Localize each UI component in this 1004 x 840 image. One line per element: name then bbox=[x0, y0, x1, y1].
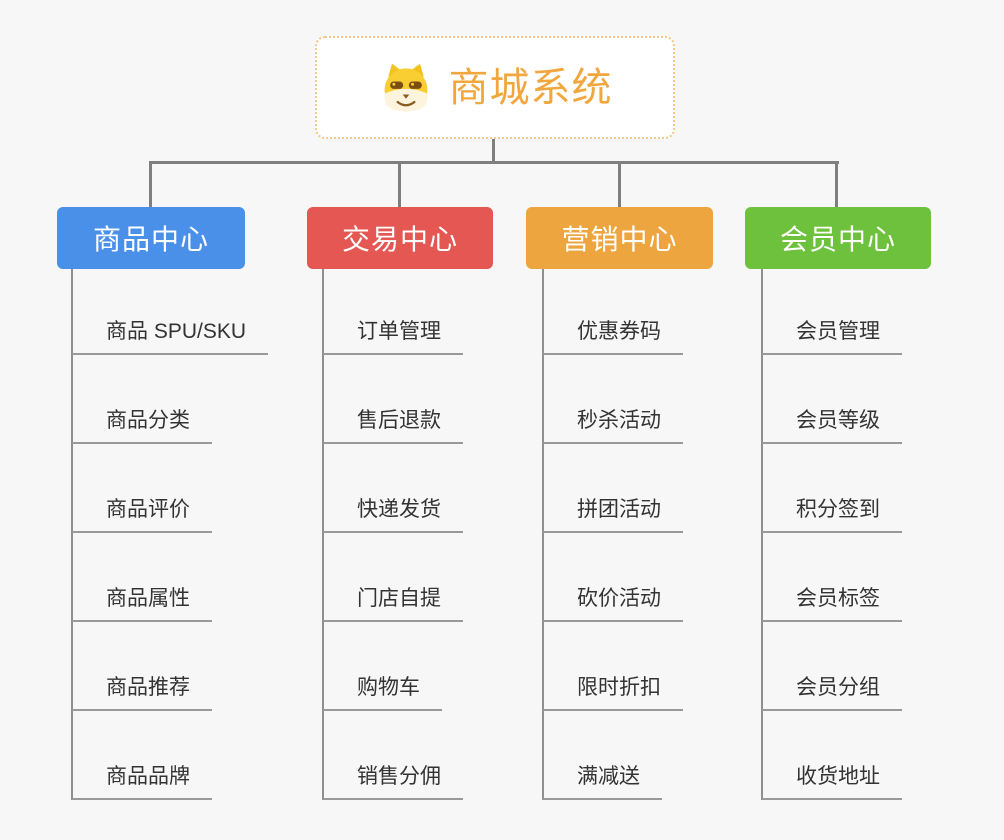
leaf-node[interactable]: 商品属性 bbox=[72, 533, 212, 622]
connector-trunk bbox=[542, 269, 544, 800]
branch-children-marketing-center: 优惠券码 秒杀活动 拼团活动 砍价活动 限时折扣 满减送 bbox=[542, 269, 683, 800]
branch-label: 会员中心 bbox=[779, 224, 896, 255]
leaf-node[interactable]: 门店自提 bbox=[323, 533, 463, 622]
connector-trunk bbox=[322, 269, 324, 800]
leaf-label: 门店自提 bbox=[357, 586, 441, 610]
leaf-label: 商品推荐 bbox=[106, 675, 190, 699]
connector-trunk bbox=[71, 269, 73, 800]
leaf-node[interactable]: 商品评价 bbox=[72, 444, 212, 533]
shiba-dog-icon bbox=[378, 60, 434, 116]
root-title: 商城系统 bbox=[448, 65, 613, 110]
leaf-label: 会员分组 bbox=[796, 675, 880, 699]
leaf-node[interactable]: 购物车 bbox=[323, 622, 442, 711]
leaf-node[interactable]: 会员等级 bbox=[762, 355, 902, 444]
connector-drop-product bbox=[149, 161, 152, 208]
leaf-node[interactable]: 销售分佣 bbox=[323, 711, 463, 800]
branch-children-member-center: 会员管理 会员等级 积分签到 会员标签 会员分组 收货地址 bbox=[761, 269, 902, 800]
leaf-node[interactable]: 拼团活动 bbox=[543, 444, 683, 533]
leaf-label: 会员管理 bbox=[796, 319, 880, 343]
leaf-node[interactable]: 会员管理 bbox=[762, 269, 902, 355]
leaf-label: 满减送 bbox=[577, 764, 640, 788]
leaf-label: 会员等级 bbox=[796, 408, 880, 432]
leaf-label: 订单管理 bbox=[357, 319, 441, 343]
leaf-node[interactable]: 优惠券码 bbox=[543, 269, 683, 355]
leaf-label: 限时折扣 bbox=[577, 675, 661, 699]
leaf-node[interactable]: 会员分组 bbox=[762, 622, 902, 711]
branch-children-trade-center: 订单管理 售后退款 快递发货 门店自提 购物车 销售分佣 bbox=[322, 269, 463, 800]
leaf-node[interactable]: 商品推荐 bbox=[72, 622, 212, 711]
leaf-node[interactable]: 商品分类 bbox=[72, 355, 212, 444]
connector-drop-trade bbox=[398, 161, 401, 208]
leaf-label: 商品品牌 bbox=[106, 764, 190, 788]
branch-node-marketing-center[interactable]: 营销中心 bbox=[526, 207, 713, 269]
leaf-node[interactable]: 满减送 bbox=[543, 711, 662, 800]
connector-root-drop bbox=[492, 138, 495, 162]
leaf-node[interactable]: 收货地址 bbox=[762, 711, 902, 800]
leaf-label: 销售分佣 bbox=[357, 764, 441, 788]
leaf-node[interactable]: 商品 SPU/SKU bbox=[72, 269, 269, 355]
leaf-label: 商品属性 bbox=[106, 586, 190, 610]
leaf-label: 会员标签 bbox=[796, 586, 880, 610]
connector-drop-marketing bbox=[618, 161, 621, 208]
leaf-label: 商品分类 bbox=[106, 408, 190, 432]
leaf-label: 商品评价 bbox=[106, 497, 190, 521]
leaf-node[interactable]: 秒杀活动 bbox=[543, 355, 683, 444]
leaf-label: 收货地址 bbox=[796, 764, 880, 788]
branch-node-product-center[interactable]: 商品中心 bbox=[57, 207, 245, 269]
leaf-label: 秒杀活动 bbox=[577, 408, 661, 432]
leaf-label: 售后退款 bbox=[357, 408, 441, 432]
leaf-label: 砍价活动 bbox=[577, 586, 661, 610]
leaf-label: 优惠券码 bbox=[577, 319, 661, 343]
branch-label: 交易中心 bbox=[341, 224, 458, 255]
leaf-node[interactable]: 积分签到 bbox=[762, 444, 902, 533]
branch-children-product-center: 商品 SPU/SKU 商品分类 商品评价 商品属性 商品推荐 商品品牌 bbox=[71, 269, 269, 800]
leaf-label: 积分签到 bbox=[796, 497, 880, 521]
connector-trunk bbox=[761, 269, 763, 800]
leaf-node[interactable]: 商品品牌 bbox=[72, 711, 212, 800]
connector-bus bbox=[149, 161, 839, 164]
leaf-node[interactable]: 砍价活动 bbox=[543, 533, 683, 622]
leaf-node[interactable]: 限时折扣 bbox=[543, 622, 683, 711]
leaf-label: 拼团活动 bbox=[577, 497, 661, 521]
branch-node-trade-center[interactable]: 交易中心 bbox=[307, 207, 493, 269]
leaf-label: 快递发货 bbox=[357, 497, 441, 521]
leaf-label: 购物车 bbox=[357, 675, 420, 699]
leaf-node[interactable]: 会员标签 bbox=[762, 533, 902, 622]
leaf-node[interactable]: 快递发货 bbox=[323, 444, 463, 533]
leaf-node[interactable]: 订单管理 bbox=[323, 269, 463, 355]
root-node[interactable]: 商城系统 bbox=[315, 36, 675, 139]
connector-drop-member bbox=[835, 161, 838, 208]
leaf-node[interactable]: 售后退款 bbox=[323, 355, 463, 444]
branch-label: 商品中心 bbox=[92, 224, 209, 255]
branch-label: 营销中心 bbox=[561, 224, 678, 255]
leaf-label: 商品 SPU/SKU bbox=[106, 319, 247, 343]
branch-node-member-center[interactable]: 会员中心 bbox=[745, 207, 931, 269]
